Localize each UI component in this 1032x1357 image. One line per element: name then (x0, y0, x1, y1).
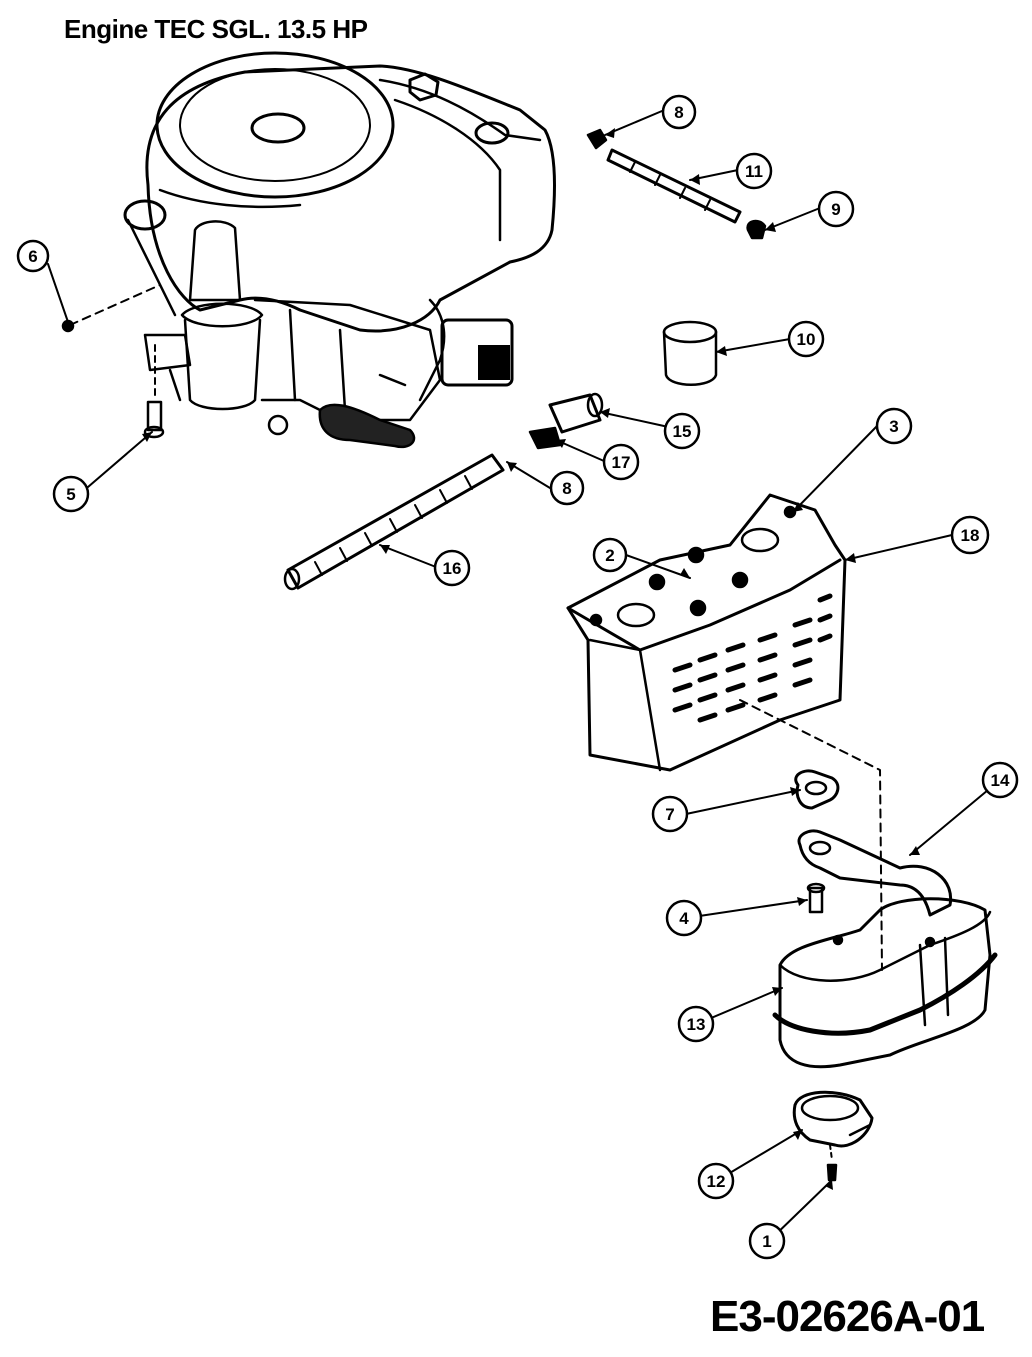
callout-7: 7 (651, 795, 689, 833)
callout-3: 3 (875, 407, 913, 445)
callout-14-label: 14 (991, 771, 1010, 790)
callout-7-label: 7 (665, 805, 674, 824)
callout-14: 14 (981, 761, 1019, 799)
callout-11-label: 11 (745, 162, 763, 181)
heat-shield (566, 493, 847, 772)
callout-8-lower: 8 (549, 470, 585, 506)
callout-16-label: 16 (443, 559, 462, 578)
callout-1: 1 (748, 1222, 786, 1260)
callout-4: 4 (665, 899, 703, 937)
callout-5: 5 (52, 475, 90, 513)
callout-8-upper-label: 8 (674, 103, 683, 122)
callout-12-label: 12 (707, 1172, 726, 1191)
callout-18: 18 (950, 515, 990, 555)
callout-13-label: 13 (687, 1015, 706, 1034)
callout-8-lower-label: 8 (562, 479, 571, 498)
callout-10: 10 (787, 320, 825, 358)
callout-8-upper: 8 (661, 94, 697, 130)
callout-5-label: 5 (66, 485, 75, 504)
muffler (772, 897, 998, 1069)
callout-2: 2 (592, 537, 628, 573)
callout-1-label: 1 (762, 1232, 771, 1251)
callout-9-label: 9 (831, 200, 840, 219)
callout-12: 12 (697, 1162, 735, 1200)
document-number: E3-02626A-01 (710, 1292, 985, 1341)
callout-13: 13 (677, 1005, 715, 1043)
callout-17-label: 17 (612, 453, 631, 472)
callout-15-label: 15 (673, 422, 692, 441)
callout-6: 6 (16, 239, 50, 273)
diagram-title: Engine TEC SGL. 13.5 HP (64, 14, 368, 44)
callout-15: 15 (663, 412, 701, 450)
callout-10-label: 10 (797, 330, 816, 349)
callout-11: 11 (735, 152, 773, 190)
callout-17: 17 (602, 443, 640, 481)
callout-2-label: 2 (605, 546, 614, 565)
callout-9: 9 (817, 190, 855, 228)
callout-18-label: 18 (961, 526, 980, 545)
engine-assembly (123, 51, 556, 449)
callout-4-label: 4 (679, 909, 689, 928)
callout-16: 16 (433, 549, 471, 587)
callout-6-label: 6 (28, 247, 37, 266)
callout-3-label: 3 (889, 417, 898, 436)
